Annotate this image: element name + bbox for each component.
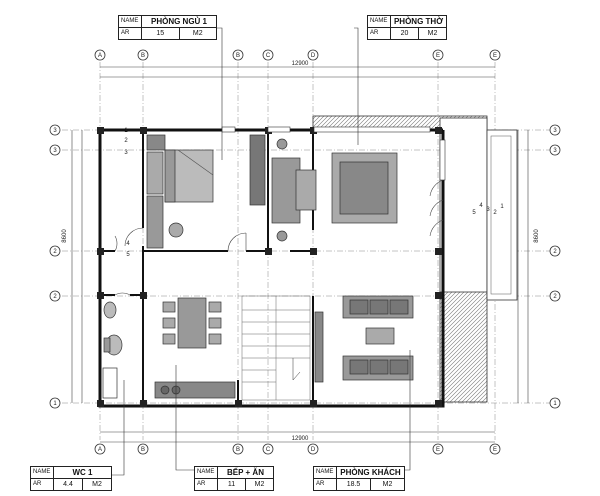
tag-area-value: 11 — [218, 479, 246, 490]
tag-area-unit: M2 — [382, 481, 393, 488]
grid-bubbles-left — [49, 124, 61, 409]
worship-furniture — [249, 134, 398, 242]
grid-label-top-6: E — [493, 53, 497, 59]
bay-window — [486, 129, 518, 301]
tag-room-name: PHÒNG KHÁCH — [340, 468, 401, 477]
tag-area-unit: M2 — [192, 30, 203, 37]
grid-label-bottom-0: A — [98, 447, 102, 453]
tag-room-name: PHÒNG THỜ — [393, 17, 444, 26]
stair-num-right-5: 5 — [472, 210, 476, 216]
grid-bubbles-bottom — [94, 443, 501, 455]
grid-label-bottom-1: B — [141, 447, 145, 453]
tag-area-value: 15 — [142, 28, 180, 39]
grid-label-bottom-3: C — [266, 447, 271, 453]
grid-label-right-4: 1 — [553, 401, 557, 407]
grid-label-top-3: C — [266, 53, 271, 59]
tag-area-unit: M2 — [427, 30, 438, 37]
dresser — [146, 134, 166, 151]
living-furniture — [314, 295, 414, 383]
grid-label-right-1: 3 — [553, 148, 557, 154]
stair-num-left-4: 4 — [126, 241, 130, 247]
grid-label-bottom-2: B — [236, 447, 240, 453]
tag-area-value: 4.4 — [54, 479, 83, 490]
dimension-bottom: 12900 — [292, 436, 309, 442]
basin — [103, 301, 117, 319]
tag-name-key: NAME — [119, 16, 142, 27]
stair-num-right-1: 1 — [500, 204, 504, 210]
tag-name-key: NAME — [368, 16, 391, 27]
wc-fixtures — [102, 301, 123, 399]
grid-label-top-1: B — [141, 53, 145, 59]
dimension-right: 8600 — [534, 229, 540, 243]
tag-area-key: AR — [31, 479, 54, 490]
windows — [221, 126, 446, 181]
stair-num-left-5: 5 — [126, 252, 130, 258]
doors — [114, 179, 444, 296]
grid-label-left-1: 3 — [53, 148, 57, 154]
columns — [97, 127, 442, 407]
altar-table — [271, 157, 301, 224]
grid-label-right-2: 2 — [553, 249, 557, 255]
stair-num-top-2: 2 — [124, 138, 128, 144]
grid-label-top-2: B — [236, 53, 240, 59]
tag-area-unit: M2 — [92, 481, 102, 488]
shower — [102, 367, 118, 399]
stair-num-right-4: 4 — [479, 203, 483, 209]
dimension-lines — [71, 66, 529, 443]
dining-furniture — [154, 297, 236, 399]
grid-label-top-0: A — [98, 53, 102, 59]
stairs — [241, 295, 311, 401]
grid-bubbles-top — [94, 49, 501, 61]
stair-num-top-1: 1 — [124, 128, 128, 134]
grid-label-bottom-5: E — [436, 447, 440, 453]
altar-cabinet — [249, 134, 266, 206]
bay-window-inner — [490, 135, 512, 295]
grid-label-left-4: 1 — [53, 401, 57, 407]
tag-name-key: NAME — [195, 467, 218, 478]
grid-label-right-0: 3 — [553, 128, 557, 134]
tag-area-key: AR — [119, 28, 142, 39]
dining-table — [177, 297, 207, 349]
tag-area-value: 20 — [391, 28, 419, 39]
tag-name-key: NAME — [314, 467, 337, 478]
grid-label-top-5: E — [436, 53, 440, 59]
tag-area-value: 18.5 — [337, 479, 371, 490]
tag-room-name: WC 1 — [72, 468, 93, 477]
tag-area-key: AR — [314, 479, 337, 490]
tag-room-name: PHÒNG NGỦ 1 — [150, 17, 207, 26]
grid-label-left-2: 2 — [53, 249, 57, 255]
stair-num-top-3: 3 — [124, 150, 128, 156]
tag-area-unit: M2 — [254, 481, 265, 488]
wardrobe — [146, 151, 164, 195]
stair-num-right-3: 3 — [486, 207, 490, 213]
right-balcony-top — [439, 117, 488, 294]
grid-label-top-4: D — [311, 53, 316, 59]
dimension-top: 12900 — [292, 61, 309, 67]
chair — [168, 222, 184, 238]
tag-area-key: AR — [195, 479, 218, 490]
coffee-table — [365, 327, 395, 345]
tag-area-key: AR — [368, 28, 391, 39]
grid-label-left-0: 3 — [53, 128, 57, 134]
exterior-walls — [98, 128, 445, 408]
grid-label-bottom-6: E — [493, 447, 497, 453]
tag-name-key: NAME — [31, 467, 54, 478]
grid-label-right-3: 2 — [553, 294, 557, 300]
grid-label-left-3: 2 — [53, 294, 57, 300]
tag-room-name: BẾP + ĂN — [227, 468, 264, 477]
tv-cabinet — [314, 311, 324, 383]
stair-num-right-2: 2 — [493, 210, 497, 216]
bedroom-furniture — [146, 134, 214, 249]
grid-label-bottom-4: D — [311, 447, 316, 453]
right-balcony-bottom — [439, 291, 488, 403]
dimension-left: 8600 — [62, 229, 68, 243]
grid-bubbles-right — [549, 124, 561, 409]
